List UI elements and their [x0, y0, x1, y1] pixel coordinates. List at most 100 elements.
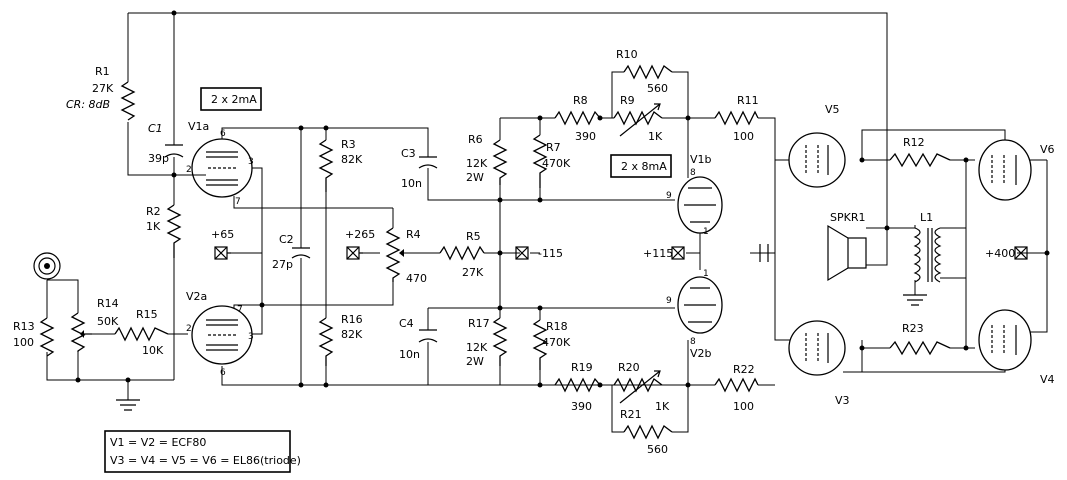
pin-numbers: 6 3 2 7 7 2 3 6 8 9 1 1 9 8: [186, 129, 709, 378]
capacitors: [164, 144, 775, 343]
label-r13: R13: [13, 320, 35, 333]
tube-v4: [978, 309, 1032, 371]
resistor-r5: [439, 245, 485, 261]
tube-v2a: [191, 305, 253, 365]
label-r19: R19: [571, 361, 593, 374]
label-r7: R7: [546, 141, 561, 154]
label-r16: R16: [341, 313, 363, 326]
label-r20: R20: [618, 361, 640, 374]
pin-v2b-1: 1: [703, 269, 709, 279]
label-r22-value: 100: [733, 400, 754, 413]
pin-v1b-8: 8: [690, 168, 696, 178]
speaker-spkr1: [827, 224, 867, 282]
tube-v2b: [677, 276, 723, 334]
label-r17: R17: [468, 317, 490, 330]
resistor-r4: [385, 227, 401, 282]
label-c4-value: 10n: [399, 348, 420, 361]
label-r3-value: 82K: [341, 153, 363, 166]
label-r16-value: 82K: [341, 328, 363, 341]
pin-v1a-3: 3: [248, 157, 254, 167]
label-v2a: V2a: [186, 290, 207, 303]
label-r1: R1: [95, 65, 110, 78]
resistor-r21: [623, 424, 673, 440]
label-c3-value: 10n: [401, 177, 422, 190]
junction-dots: [75, 10, 1050, 388]
capacitor-c1: [164, 144, 184, 158]
info-text-2x2ma: 2 x 2mA: [211, 93, 257, 106]
pin-v2a-7: 7: [237, 305, 243, 315]
label-c4: C4: [399, 317, 414, 330]
label-v5: V5: [825, 103, 840, 116]
label-c2-value: 27p: [272, 258, 293, 271]
component-labels: R1 27K CR: 8dB C1 39p V1a R2 1K R3 82K R…: [13, 48, 1055, 467]
label-r21-value: 560: [647, 443, 668, 456]
label-r8: R8: [573, 94, 588, 107]
resistor-r7: [532, 134, 548, 188]
capacitor-c3: [418, 156, 438, 169]
resistor-r20: [613, 377, 663, 393]
label-r20-value: 1K: [655, 400, 670, 413]
input-jack: [33, 252, 61, 280]
resistor-r2: [166, 204, 182, 258]
terminal-plus65: [214, 246, 231, 260]
label-r7-value: 470K: [542, 157, 571, 170]
label-v4: V4: [1040, 373, 1055, 386]
label-rail-plus400: +400: [985, 247, 1015, 260]
label-v1b: V1b: [690, 153, 712, 166]
tube-v6: [978, 139, 1032, 201]
resistors: [39, 64, 951, 440]
label-r10: R10: [616, 48, 638, 61]
label-v2b: V2b: [690, 347, 712, 360]
pin-v2a-3: 3: [248, 332, 254, 342]
label-r2-value: 1K: [146, 220, 161, 233]
label-v1a: V1a: [188, 120, 209, 133]
label-c2: C2: [279, 233, 294, 246]
label-r22: R22: [733, 363, 755, 376]
label-r3: R3: [341, 138, 356, 151]
label-r2: R2: [146, 205, 161, 218]
label-r6: R6: [468, 133, 483, 146]
label-r9: R9: [620, 94, 635, 107]
label-r1-note: CR: 8dB: [66, 98, 110, 111]
label-rail-plus65: +65: [211, 228, 234, 241]
label-r18-value: 470K: [542, 336, 571, 349]
resistor-r13: [39, 317, 55, 357]
pin-v1b-9: 9: [666, 191, 672, 201]
resistor-r17: [492, 317, 508, 366]
label-r4-value: 470: [406, 272, 427, 285]
resistor-r16: [318, 317, 334, 366]
label-v6: V6: [1040, 143, 1055, 156]
legend-line-2: V3 = V4 = V5 = V6 = EL86(triode): [110, 454, 301, 467]
resistor-r1: [120, 81, 136, 121]
terminal-plus115: [671, 246, 685, 260]
label-r6-value: 12K: [466, 157, 488, 170]
label-r11: R11: [737, 94, 759, 107]
label-r18: R18: [546, 320, 568, 333]
terminal-plus400: [1014, 246, 1028, 260]
resistor-r6: [492, 139, 508, 185]
info-box-2x2ma: [200, 87, 262, 111]
tube-v1b: [677, 176, 723, 234]
pin-v1b-1: 1: [703, 227, 709, 237]
resistor-r23: [889, 340, 951, 356]
label-r17-value2: 2W: [466, 355, 484, 368]
resistor-r18: [532, 319, 548, 370]
pin-v1a-7: 7: [235, 197, 241, 207]
capacitor-unlabeled: [759, 244, 775, 262]
variable-arrows: [80, 103, 661, 404]
tube-v5: [788, 132, 846, 188]
label-v3: V3: [835, 394, 850, 407]
label-r23: R23: [902, 322, 924, 335]
info-text-2x8ma: 2 x 8mA: [621, 160, 667, 173]
label-r12: R12: [903, 136, 925, 149]
resistor-r19: [554, 377, 601, 393]
label-l1: L1: [920, 211, 933, 224]
info-box-2x8ma: [610, 154, 672, 178]
tube-v1a: [188, 138, 253, 198]
pin-v2b-9: 9: [666, 296, 672, 306]
label-r5-value: 27K: [462, 266, 484, 279]
label-r1-value: 27K: [92, 82, 114, 95]
resistor-r15: [114, 326, 169, 342]
wires: [46, 12, 1048, 433]
capacitor-c4: [418, 329, 438, 343]
